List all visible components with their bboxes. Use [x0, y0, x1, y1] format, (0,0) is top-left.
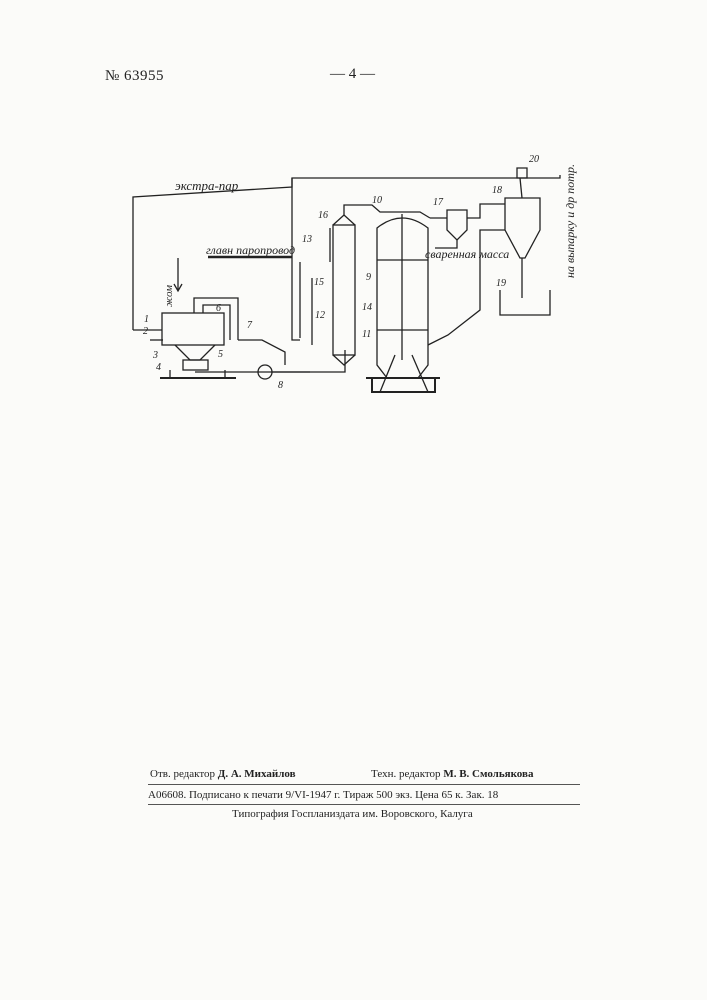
- part-number-15: 15: [314, 277, 324, 288]
- cooked-mass-label: сваренная масса: [425, 247, 509, 261]
- price: Цена 65 к.: [415, 789, 463, 801]
- pulp-label: жом: [163, 285, 175, 307]
- tech-editor-label: Техн. редактор: [371, 768, 441, 780]
- column-9: [333, 225, 355, 355]
- part-number-10: 10: [372, 195, 382, 206]
- part-number-20: 20: [529, 154, 539, 165]
- to-evaporator-label: на выпарку и др потр.: [563, 164, 577, 278]
- part-number-12: 12: [315, 310, 325, 321]
- editors-line: Отв. редактор Д. А. Михайлов Техн. редак…: [150, 768, 533, 780]
- cyclone-18: [505, 198, 540, 258]
- part-number-2: 2: [143, 326, 148, 337]
- part-number-8: 8: [278, 380, 283, 391]
- tech-editor-name: М. В. Смольякова: [443, 768, 533, 780]
- resp-editor-name: Д. А. Михайлов: [218, 768, 296, 780]
- part-number-1: 1: [144, 314, 149, 325]
- footer-rule-top: [148, 784, 580, 785]
- print-run: Тираж 500 экз.: [343, 789, 412, 801]
- resp-editor-label: Отв. редактор: [150, 768, 215, 780]
- signed-text: Подписано к печати 9/VI-1947 г.: [189, 789, 340, 801]
- extra-steam-label: экстра-пар: [175, 178, 239, 193]
- part-number-18: 18: [492, 185, 502, 196]
- part-number-13: 13: [302, 234, 312, 245]
- main-steam-line-label: главн паропровод: [206, 243, 295, 257]
- part-number-7: 7: [247, 320, 253, 331]
- tank-1: [162, 313, 224, 345]
- part-number-14: 14: [362, 302, 372, 313]
- part-number-4: 4: [156, 362, 161, 373]
- part-number-9: 9: [366, 272, 371, 283]
- footer-rule-bottom: [148, 804, 580, 805]
- printing-house: Типография Госпланиздата им. Воровского,…: [232, 808, 473, 820]
- part-number-17: 17: [433, 197, 444, 208]
- steam-branch-pipe: [292, 178, 300, 340]
- order-number: Зак. 18: [466, 789, 498, 801]
- part-number-3: 3: [152, 350, 158, 361]
- part-number-11: 11: [362, 329, 371, 340]
- order-code: А06608.: [148, 789, 186, 801]
- part-number-5: 5: [218, 349, 223, 360]
- part-number-6: 6: [216, 303, 221, 314]
- part-number-19: 19: [496, 278, 506, 289]
- receiver-19: [500, 290, 550, 315]
- part-number-16: 16: [318, 210, 328, 221]
- print-details-line: А06608. Подписано к печати 9/VI-1947 г. …: [148, 789, 580, 801]
- separator-17: [447, 210, 467, 240]
